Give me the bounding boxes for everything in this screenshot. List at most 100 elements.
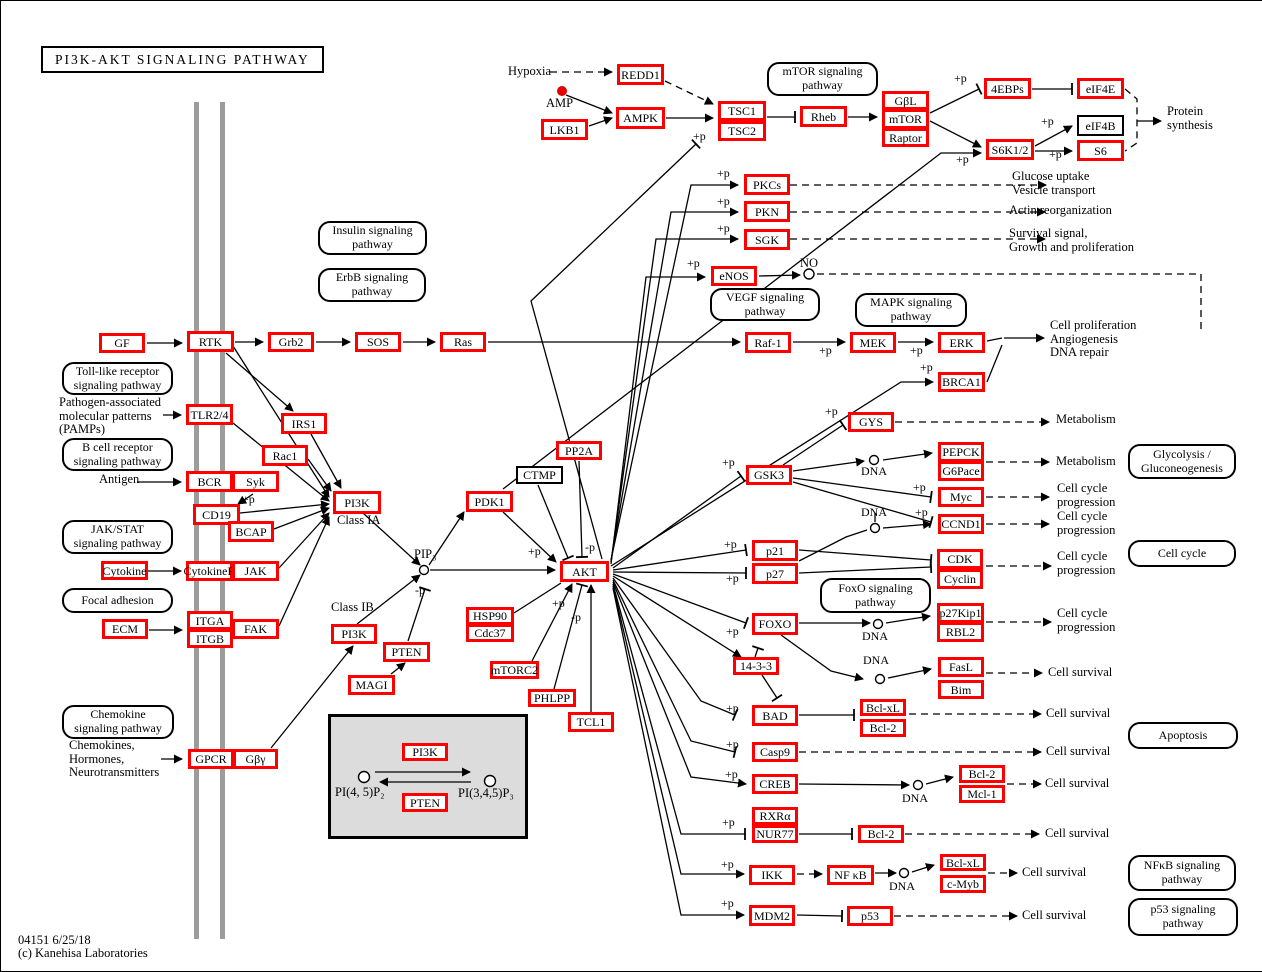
cdc37-box[interactable]: Cdc37 bbox=[466, 624, 514, 642]
rac1-box[interactable]: Rac1 bbox=[262, 445, 308, 466]
gf-box[interactable]: GF bbox=[99, 333, 145, 353]
ccnd1-box[interactable]: CCND1 bbox=[938, 514, 984, 534]
mek-box[interactable]: MEK bbox=[850, 332, 896, 353]
tsc1-box[interactable]: TSC1 bbox=[718, 101, 766, 121]
eif4e-box[interactable]: eIF4E bbox=[1077, 78, 1124, 99]
ampk-box[interactable]: AMPK bbox=[616, 107, 665, 129]
pw-chemokine-pathway-box[interactable]: Chemokine signaling pathway bbox=[62, 705, 174, 739]
fasl-box[interactable]: FasL bbox=[938, 657, 984, 677]
gpcr-box[interactable]: GPCR bbox=[188, 749, 234, 769]
ikk-box[interactable]: IKK bbox=[749, 865, 795, 885]
cmyb-box[interactable]: c-Myb bbox=[940, 875, 986, 893]
bcl2-creb-box[interactable]: Bcl-2 bbox=[959, 765, 1005, 783]
pkcs-box[interactable]: PKCs bbox=[744, 174, 790, 195]
redd1-box[interactable]: REDD1 bbox=[617, 64, 664, 85]
foxo-box[interactable]: FOXO bbox=[752, 613, 798, 635]
gsk3-box[interactable]: GSK3 bbox=[746, 465, 792, 485]
pkn-box[interactable]: PKN bbox=[744, 201, 790, 222]
ras-box[interactable]: Ras bbox=[440, 332, 486, 352]
myc-box[interactable]: Myc bbox=[938, 487, 984, 507]
cytokine-box[interactable]: Cytokine bbox=[101, 561, 148, 580]
phlpp-box[interactable]: PHLPP bbox=[528, 689, 576, 707]
pw-vegf-pathway-box[interactable]: VEGF signaling pathway bbox=[710, 288, 820, 321]
pw-tolllike-pathway-box[interactable]: Toll-like receptor signaling pathway bbox=[62, 362, 173, 395]
tlr24-box[interactable]: TLR2/4 bbox=[186, 404, 233, 425]
erk-box[interactable]: ERK bbox=[938, 332, 985, 353]
bclxl-nfkb-box[interactable]: Bcl-xL bbox=[940, 854, 986, 871]
bcl2-nur-box[interactable]: Bcl-2 bbox=[858, 825, 904, 843]
hsp90-box[interactable]: HSP90 bbox=[466, 607, 514, 625]
pw-apoptosis-pathway-box[interactable]: Apoptosis bbox=[1128, 722, 1238, 749]
p53-box[interactable]: p53 bbox=[847, 906, 893, 926]
4ebps-box[interactable]: 4EBPs bbox=[984, 78, 1031, 99]
p27-box[interactable]: p27 bbox=[752, 563, 798, 584]
cytokiner-box[interactable]: CytokineR bbox=[184, 561, 236, 581]
pten-inset-box[interactable]: PTEN bbox=[402, 793, 448, 812]
bclxl-box[interactable]: Bcl-xL bbox=[860, 699, 906, 716]
s6k12-box[interactable]: S6K1/2 bbox=[986, 139, 1034, 160]
casp9-box[interactable]: Casp9 bbox=[752, 742, 798, 762]
raptor-box[interactable]: Raptor bbox=[882, 128, 929, 147]
tcl1-box[interactable]: TCL1 bbox=[568, 712, 614, 732]
tsc2-box[interactable]: TSC2 bbox=[718, 121, 766, 141]
pw-erbb-pathway-box[interactable]: ErbB signaling pathway bbox=[318, 268, 426, 302]
sos-box[interactable]: SOS bbox=[355, 332, 401, 352]
pw-insulin-pathway-box[interactable]: Insulin signaling pathway bbox=[318, 221, 427, 255]
pw-bcell-pathway-box[interactable]: B cell receptor signaling pathway bbox=[62, 438, 173, 471]
mtorc2-box[interactable]: mTORC2 bbox=[490, 661, 539, 679]
pw-mtor-pathway-box[interactable]: mTOR signaling pathway bbox=[767, 62, 878, 96]
pi3k-class1a-box[interactable]: PI3K bbox=[333, 491, 381, 514]
grb2-box[interactable]: Grb2 bbox=[268, 332, 314, 352]
bcl2-box[interactable]: Bcl-2 bbox=[860, 719, 906, 737]
n14-3-3-box[interactable]: 14-3-3 bbox=[733, 657, 779, 675]
cdk-box[interactable]: CDK bbox=[937, 549, 983, 569]
fak-box[interactable]: FAK bbox=[232, 619, 279, 639]
gys-box[interactable]: GYS bbox=[848, 412, 894, 432]
pw-jakstat-pathway-box[interactable]: JAK/STAT signaling pathway bbox=[62, 520, 173, 554]
s6-box[interactable]: S6 bbox=[1077, 140, 1124, 161]
syk-box[interactable]: Syk bbox=[232, 471, 279, 492]
lkb1-box[interactable]: LKB1 bbox=[541, 119, 588, 140]
gbetagamma-box[interactable]: Gβγ bbox=[233, 749, 278, 769]
bcr-box[interactable]: BCR bbox=[186, 471, 233, 492]
akt-box[interactable]: AKT bbox=[560, 561, 609, 582]
ctmp-box[interactable]: CTMP bbox=[516, 466, 563, 484]
pw-focal-pathway-box[interactable]: Focal adhesion bbox=[62, 588, 173, 613]
enos-box[interactable]: eNOS bbox=[711, 266, 757, 286]
g6pace-box[interactable]: G6Pace bbox=[938, 461, 984, 481]
mtor-box[interactable]: mTOR bbox=[882, 109, 929, 129]
ecm-box[interactable]: ECM bbox=[102, 619, 148, 639]
sgk-box[interactable]: SGK bbox=[744, 229, 790, 250]
mdm2-box[interactable]: MDM2 bbox=[749, 905, 795, 926]
pp2a-box[interactable]: PP2A bbox=[556, 441, 602, 460]
nur77-box[interactable]: NUR77 bbox=[752, 825, 798, 843]
rbl2-box[interactable]: RBL2 bbox=[937, 622, 984, 642]
bcap-box[interactable]: BCAP bbox=[228, 521, 274, 542]
creb-box[interactable]: CREB bbox=[752, 774, 798, 794]
pw-nfkb-pathway-box[interactable]: NFκB signaling pathway bbox=[1128, 855, 1236, 891]
bim-box[interactable]: Bim bbox=[938, 680, 984, 699]
itgb-box[interactable]: ITGB bbox=[187, 629, 233, 648]
magi-box[interactable]: MAGI bbox=[348, 675, 395, 695]
nfkb-box[interactable]: NF κB bbox=[827, 865, 874, 885]
pw-mapk-pathway-box[interactable]: MAPK signaling pathway bbox=[855, 293, 967, 327]
mcl1-box[interactable]: Mcl-1 bbox=[959, 785, 1005, 803]
gbl-box[interactable]: GβL bbox=[882, 91, 929, 110]
p21-box[interactable]: p21 bbox=[752, 540, 798, 561]
cd19-box[interactable]: CD19 bbox=[193, 504, 240, 525]
rheb-box[interactable]: Rheb bbox=[800, 106, 847, 127]
pw-glycolysis-pathway-box[interactable]: Glycolysis / Gluconeogenesis bbox=[1128, 444, 1236, 479]
pepck-box[interactable]: PEPCK bbox=[938, 442, 984, 462]
pw-p53-pathway-box[interactable]: p53 signaling pathway bbox=[1128, 898, 1238, 936]
cyclin-box[interactable]: Cyclin bbox=[937, 569, 983, 589]
brca1-box[interactable]: BRCA1 bbox=[938, 372, 985, 392]
eif4b-box[interactable]: eIF4B bbox=[1077, 115, 1124, 136]
pten-box[interactable]: PTEN bbox=[383, 642, 430, 662]
irs1-box[interactable]: IRS1 bbox=[281, 413, 327, 434]
pi3k-class1b-box[interactable]: PI3K bbox=[331, 624, 377, 644]
pdk1-box[interactable]: PDK1 bbox=[466, 491, 513, 512]
itga-box[interactable]: ITGA bbox=[187, 611, 233, 630]
pw-cellcycle-pathway-box[interactable]: Cell cycle bbox=[1128, 540, 1236, 567]
bad-box[interactable]: BAD bbox=[752, 705, 798, 726]
p27kip1-box[interactable]: p27Kip1 bbox=[937, 603, 984, 623]
